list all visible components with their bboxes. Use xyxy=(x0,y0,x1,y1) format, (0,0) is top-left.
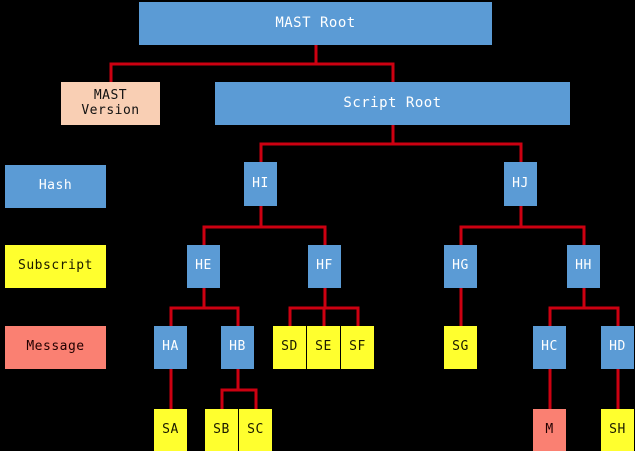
node-sa[interactable]: SA xyxy=(154,409,187,451)
edge-hb-to-sc xyxy=(236,369,258,409)
edge-mast-root-to-mast-version xyxy=(109,45,318,82)
node-script-root[interactable]: Script Root xyxy=(215,82,570,125)
node-hd[interactable]: HD xyxy=(601,326,634,369)
edge-hf-to-sf xyxy=(323,288,360,326)
edge-hj-to-hg xyxy=(459,206,523,245)
node-hf[interactable]: HF xyxy=(308,245,341,288)
edge-he-to-hb xyxy=(202,288,240,326)
node-hi[interactable]: HI xyxy=(244,162,277,206)
edge-hf-to-sd xyxy=(288,288,327,326)
node-hb[interactable]: HB xyxy=(221,326,254,369)
edge-script-root-to-hi xyxy=(259,125,395,162)
node-mast-root[interactable]: MAST Root xyxy=(139,2,492,45)
edge-hi-to-he xyxy=(202,206,263,245)
node-se[interactable]: SE xyxy=(307,326,340,369)
node-sc[interactable]: SC xyxy=(239,409,272,451)
node-sd[interactable]: SD xyxy=(273,326,306,369)
legend-hash: Hash xyxy=(5,165,106,208)
node-m[interactable]: M xyxy=(533,409,566,451)
node-ha[interactable]: HA xyxy=(154,326,187,369)
node-hj[interactable]: HJ xyxy=(504,162,537,206)
edge-hh-to-hc xyxy=(548,288,586,326)
edge-hh-to-hd xyxy=(582,288,620,326)
edge-hf-to-se xyxy=(322,288,327,326)
legend-message: Message xyxy=(5,326,106,369)
edge-mast-root-to-script-root xyxy=(314,45,395,82)
legend-subscript: Subscript xyxy=(5,245,106,288)
node-sg[interactable]: SG xyxy=(444,326,477,369)
node-sf[interactable]: SF xyxy=(341,326,374,369)
node-mast-version[interactable]: MAST Version xyxy=(61,82,160,125)
node-he[interactable]: HE xyxy=(187,245,220,288)
node-hh[interactable]: HH xyxy=(567,245,600,288)
edge-hj-to-hh xyxy=(519,206,586,245)
node-hc[interactable]: HC xyxy=(533,326,566,369)
node-sb[interactable]: SB xyxy=(205,409,238,451)
node-sh[interactable]: SH xyxy=(601,409,634,451)
edge-hi-to-hf xyxy=(259,206,327,245)
node-hg[interactable]: HG xyxy=(444,245,477,288)
edge-he-to-ha xyxy=(169,288,206,326)
edge-script-root-to-hj xyxy=(391,125,523,162)
edge-hb-to-sb xyxy=(220,369,240,409)
